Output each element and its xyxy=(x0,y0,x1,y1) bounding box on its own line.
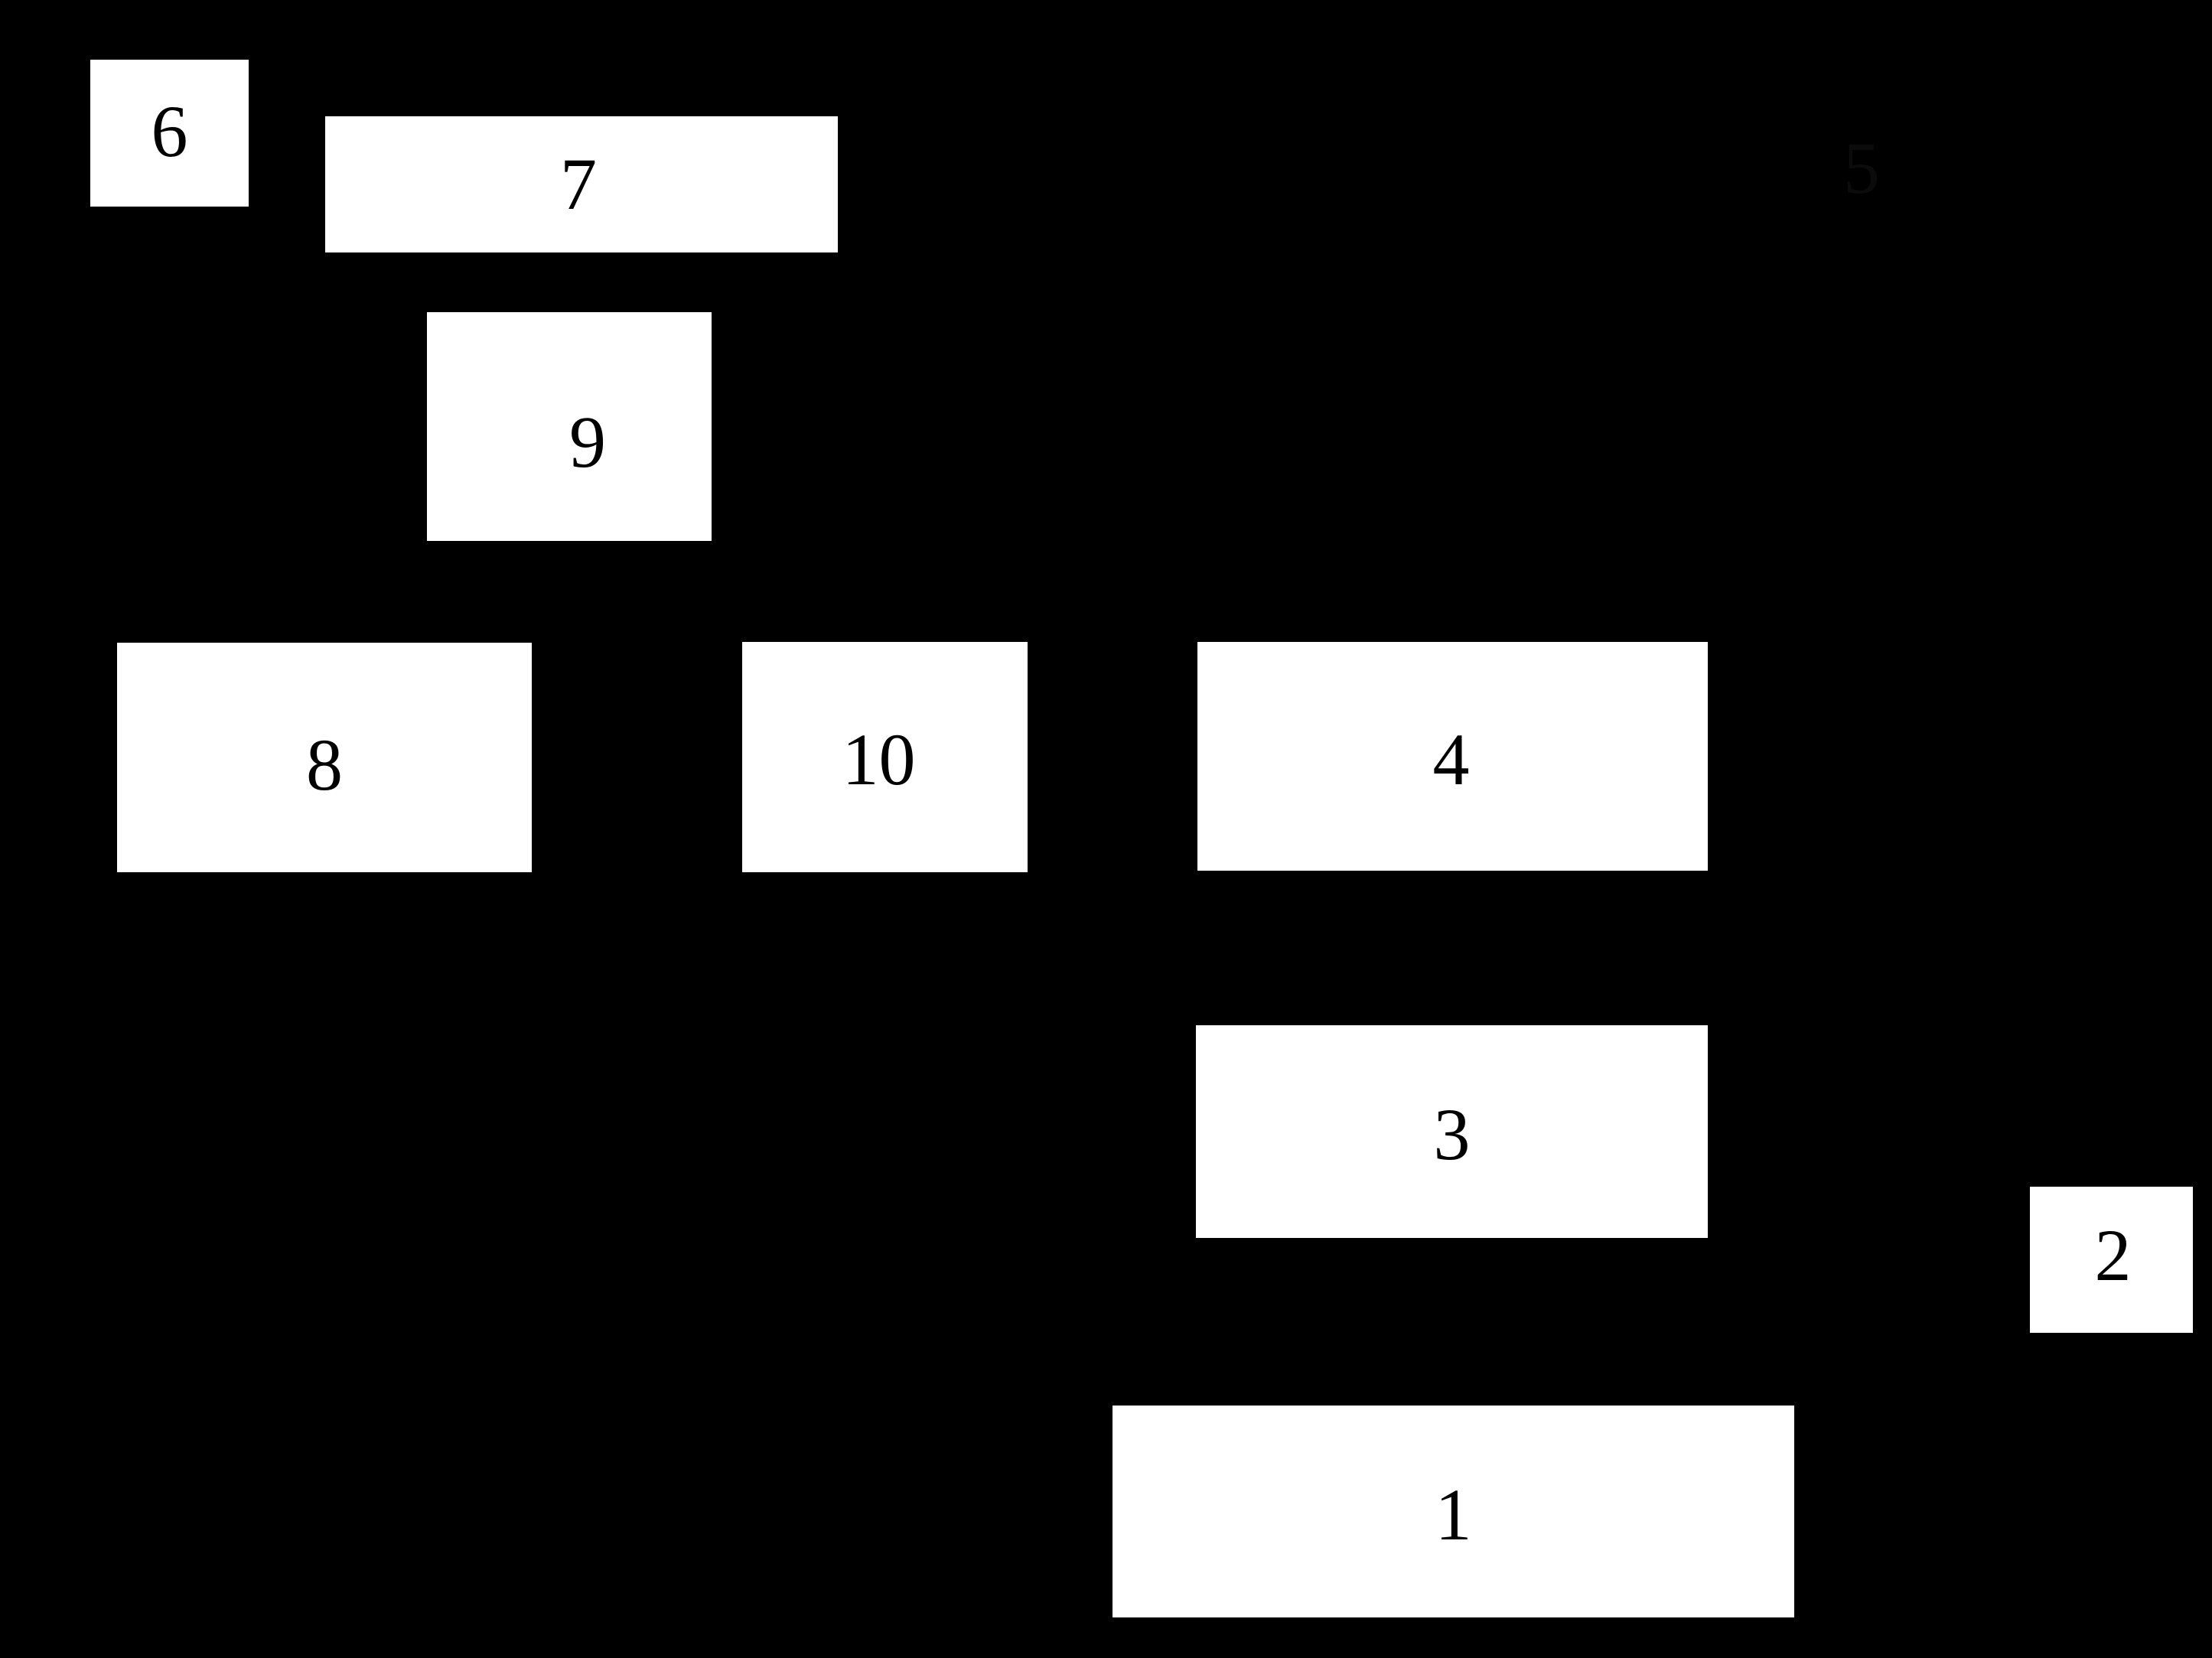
numbered-box-label: 6 xyxy=(151,90,188,172)
numbered-box-10[interactable]: 10 xyxy=(742,642,1028,872)
numbered-box-6[interactable]: 6 xyxy=(90,60,249,207)
numbered-box-label: 4 xyxy=(1432,718,1470,800)
numbered-box-7[interactable]: 7 xyxy=(325,116,838,252)
faint-mark-label: 5 xyxy=(1843,127,1880,209)
faint-mark-5: 5 xyxy=(1825,126,1898,210)
numbered-box-label: 9 xyxy=(569,400,606,483)
numbered-box-label: 1 xyxy=(1435,1473,1472,1555)
numbered-box-label: 10 xyxy=(842,718,916,800)
numbered-box-label: 3 xyxy=(1433,1093,1471,1175)
numbered-box-label: 2 xyxy=(2094,1213,2132,1296)
numbered-box-1[interactable]: 1 xyxy=(1113,1406,1794,1617)
numbered-box-label: 7 xyxy=(560,143,597,225)
numbered-box-9[interactable]: 9 xyxy=(427,312,712,541)
numbered-box-label: 8 xyxy=(306,724,343,806)
numbered-box-3[interactable]: 3 xyxy=(1196,1025,1708,1238)
numbered-box-4[interactable]: 4 xyxy=(1197,642,1708,871)
numbered-box-8[interactable]: 8 xyxy=(117,643,532,872)
numbered-box-2[interactable]: 2 xyxy=(2030,1187,2193,1333)
